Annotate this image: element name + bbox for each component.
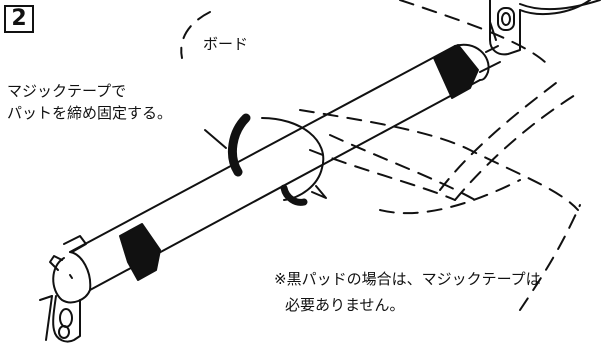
rotation-arrow xyxy=(227,113,327,206)
velcro-strap-top xyxy=(433,44,479,99)
bottom-left-bracket xyxy=(39,235,87,343)
velcro-strap-bottom xyxy=(119,223,161,281)
velcro-instruction-line1: マジックテープで xyxy=(7,82,127,100)
velcro-instruction-line2: パットを締め固定する。 xyxy=(7,104,173,122)
board-label: ボード xyxy=(203,35,249,53)
top-right-bracket xyxy=(489,0,601,56)
black-pad-note-line1: ※黒パッドの場合は、マジックテープは xyxy=(274,270,541,288)
velcro-instruction: マジックテープで パットを締め固定する。 xyxy=(7,80,172,124)
board-outline xyxy=(180,0,581,311)
step-number-box: 2 xyxy=(4,5,34,33)
black-pad-note-line2: 必要ありません。 xyxy=(285,296,405,314)
black-pad-note: ※黒パッドの場合は、マジックテープは 必要ありません。 xyxy=(274,268,541,316)
leader-line xyxy=(204,129,227,149)
